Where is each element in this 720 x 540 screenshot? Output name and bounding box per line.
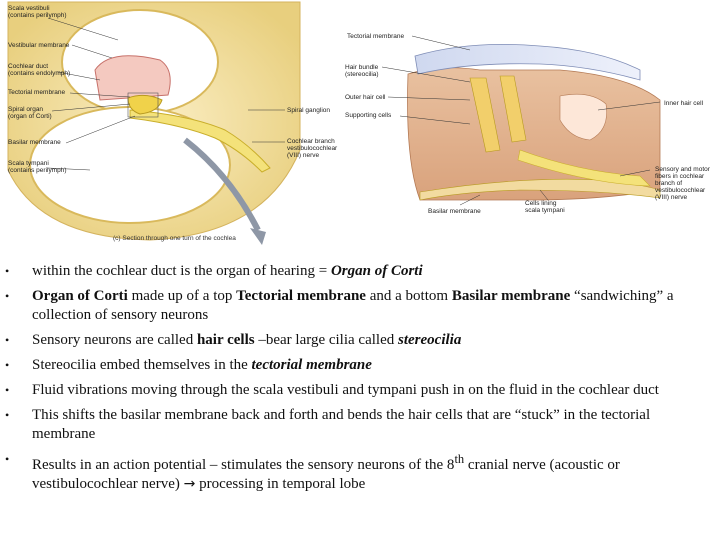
section-arrow [183,137,261,232]
label-spiral-organ-2: (organ of Corti) [8,113,52,120]
label-outer-hair-cell: Outer hair cell [345,94,386,101]
inner-cavity [559,93,607,141]
bullet-text: Organ of Corti [32,288,128,304]
bullet-dot: • [5,383,10,397]
svg-text:Hair bundle(stereocilia): Hair bundle(stereocilia) [345,64,379,78]
label-cochlear-branch-2: vestibulocochlear [287,145,338,152]
bullet-text: –bear large cilia called [254,332,398,348]
bullet-text: and a bottom [365,288,452,304]
bullet-dot: • [5,452,10,466]
bullet-text: made up of a top [127,288,237,304]
bullet-item: • Results in an action potential – stimul… [0,450,720,494]
bullet-text: Organ of Corti [330,263,423,279]
svg-text:Scala tympani(contains perilym: Scala tympani(contains perilymph) [8,160,67,174]
label-supporting-cells: Supporting cells [345,112,392,119]
label-sensory-motor-2: fibers in cochlear [655,173,705,180]
cochlea-section: Scala vestibuli(contains perilymph) Vest… [7,1,338,245]
bullet-text: “sandwiching” a collection of sensory ne… [32,288,674,323]
bullet-dot: • [5,408,10,422]
left-leader-lines [47,17,285,171]
bullet-text: This shifts the basilar membrane back an… [32,407,651,442]
svg-text:Cochlear duct(contains endolym: Cochlear duct(contains endolymph) [8,63,70,77]
label-scala-tympani-2: (contains perilymph) [8,167,67,174]
left-labels: Scala vestibuli(contains perilymph) Vest… [8,5,338,242]
label-sensory-motor-5: (VIII) nerve [655,194,688,201]
bullet-dot: • [5,333,10,347]
bullet-text: cranial nerve (acoustic or vestibulococh… [32,457,620,492]
svg-text:Vestibular membrane: Vestibular membrane [8,42,70,49]
bullet-text: Sensory neurons are called [32,332,197,348]
label-cochlear-branch: Cochlear branch [287,138,335,145]
label-scala-vestibuli-2: (contains perilymph) [8,12,67,19]
nerve-bundle [129,109,271,173]
label-cells-lining: Cells lining [525,200,557,207]
bullet-item: • This shifts the basilar membrane back a… [0,406,720,444]
bullet-text: Results in an action potential – stimula… [32,457,455,473]
bullet-dot: • [5,289,10,303]
bullet-text: Basilar membrane [451,288,571,304]
label-hair-bundle-2: (stereocilia) [345,71,379,78]
bullet-text: within the cochlear duct is the organ of… [32,263,331,279]
label-hair-bundle: Hair bundle [345,64,379,71]
nerve-fibers [517,149,651,187]
label-cochlear-duct: Cochlear duct [8,63,48,70]
hair-cells [469,75,527,153]
zoom-box [127,92,159,118]
basilar-strip [419,178,661,201]
label-sensory-motor-3: branch of [655,180,682,187]
bullet-list: • within the cochlear duct is the organ o… [0,262,720,500]
label-scala-vestibuli: Scala vestibuli [8,5,50,12]
label-tectorial-membrane: Tectorial membrane [347,33,404,40]
label-spiral-organ: Spiral organ [8,106,43,113]
bullet-dot: • [5,358,10,372]
bullet-text: Stereocilia embed themselves in the [32,357,252,373]
label-sensory-motor-4: vestibulocochlear [655,187,706,194]
organ-of-corti: Tectorial membrane Hair bundle(stereocil… [345,33,711,215]
spiral-organ [127,94,163,115]
label-basilar-membrane: Basilar membrane [428,208,481,215]
label-basilar-left: Basilar membrane [8,139,61,146]
bullet-text: th [454,452,465,466]
svg-text:Scala vestibuli(contains peril: Scala vestibuli(contains perilymph) [8,5,67,19]
bullet-item: • within the cochlear duct is the organ o… [0,262,720,281]
svg-text:Spiral organ(organ of Corti): Spiral organ(organ of Corti) [8,106,52,120]
bullet-text: → [183,476,196,492]
label-spiral-ganglion: Spiral ganglion [287,107,330,114]
label-cochlear-duct-2: (contains endolymph) [8,70,70,77]
label-cochlear-branch-3: (VIII) nerve [287,152,320,159]
bullet-item: • Organ of Corti made up of a top Tectori… [0,287,720,325]
bullet-item: • Sensory neurons are called hair cells –… [0,331,720,350]
bullet-item: • Fluid vibrations moving through the sca… [0,381,720,400]
bullet-text: tectorial membrane [251,357,372,373]
bullet-text: Tectorial membrane [236,288,366,304]
cochlear-duct [94,55,171,101]
figure-caption: (c) Section through one turn of the coch… [113,235,236,242]
label-sensory-motor: Sensory and motor [655,166,711,173]
svg-text:Basilar membrane: Basilar membrane [8,139,61,146]
label-cells-lining-2: scala tympani [525,207,565,214]
bullet-dot: • [5,264,10,278]
tectorial-membrane [414,43,641,81]
bullet-text: processing in temporal lobe [195,476,366,492]
label-vestibular-membrane: Vestibular membrane [8,42,70,49]
cochlea-diagram: Scala vestibuli(contains perilymph) Vest… [7,1,711,245]
bullet-text: hair cells [196,332,255,348]
right-labels: Tectorial membrane Hair bundle(stereocil… [345,33,711,215]
right-leader-lines [381,35,661,206]
section-arrowhead [250,228,266,245]
label-tectorial-left: Tectorial membrane [8,89,65,96]
label-scala-tympani: Scala tympani [8,160,49,167]
svg-text:Tectorial membrane: Tectorial membrane [8,89,65,96]
bullet-text: Fluid vibrations moving through the scal… [32,382,659,398]
label-inner-hair-cell: Inner hair cell [664,100,704,107]
bullet-item: • Stereocilia embed themselves in the tec… [0,356,720,375]
bullet-text: stereocilia [398,332,462,348]
